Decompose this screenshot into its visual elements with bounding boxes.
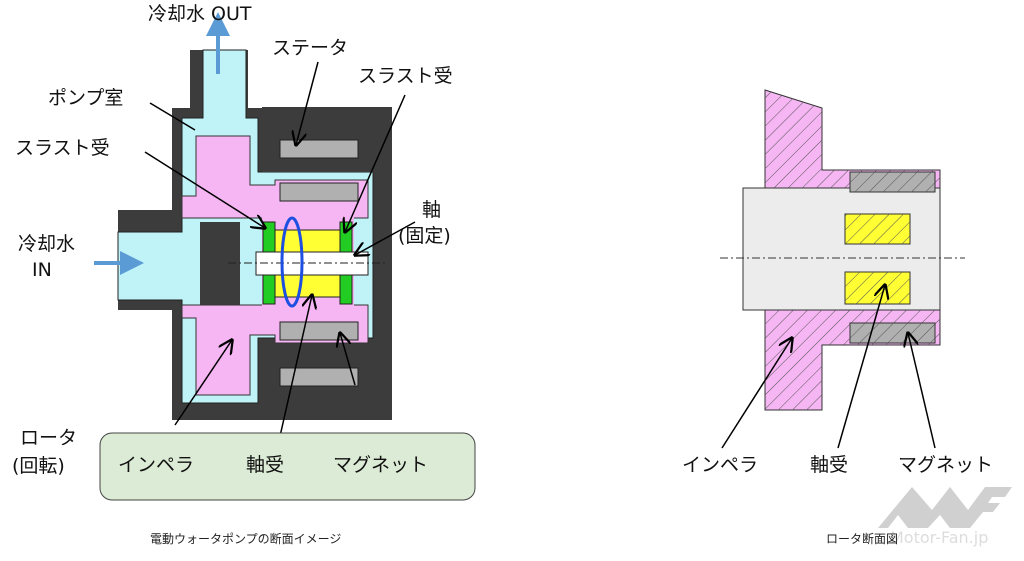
legend-impeller: インペラ: [118, 454, 195, 476]
watermark-logo: [878, 487, 1012, 528]
label-stator: ステータ: [272, 37, 349, 59]
rotor-label-bearing: 軸受: [810, 454, 849, 476]
pump-cross-section: [94, 12, 476, 501]
bearing-hatch: [845, 214, 910, 244]
magnet-bottom: [279, 321, 359, 341]
label-shaft: 軸: [422, 199, 442, 221]
rotation-arrow-icon: [280, 216, 304, 308]
caption-rotor: ロータ断面図: [826, 532, 899, 546]
watermark-text: Motor-Fan.jp: [890, 528, 989, 547]
label-shaft-fixed: (固定): [398, 225, 451, 247]
label-pump-chamber: ポンプ室: [48, 87, 124, 109]
legend-magnet: マグネット: [333, 454, 429, 476]
label-rotor: ロータ: [20, 427, 78, 449]
rotor-legend-box: [99, 432, 476, 501]
legend-bearing: 軸受: [246, 454, 285, 476]
label-rotor-rotating: (回転): [12, 455, 65, 477]
label-coolant-in: 冷却水: [18, 233, 76, 255]
label-coolant-in-2: IN: [32, 259, 52, 281]
bearing-hatch: [845, 272, 910, 304]
magnet-hatch: [850, 323, 935, 343]
rotor-label-impeller: インペラ: [682, 454, 759, 476]
rotor-cross-section: [720, 89, 1012, 528]
rotor-label-magnet: マグネット: [898, 454, 994, 476]
inlet-nozzle: [200, 222, 240, 318]
caption-pump: 電動ウォータポンプの断面イメージ: [150, 532, 342, 546]
stator-bottom: [279, 367, 359, 387]
stator-top: [279, 139, 359, 159]
label-thrust-bearing-right: スラスト受: [358, 65, 453, 87]
label-thrust-bearing-left: スラスト受: [15, 137, 110, 159]
magnet-top: [279, 182, 359, 202]
label-coolant-out: 冷却水 OUT: [148, 3, 252, 25]
magnet-hatch: [850, 172, 935, 192]
